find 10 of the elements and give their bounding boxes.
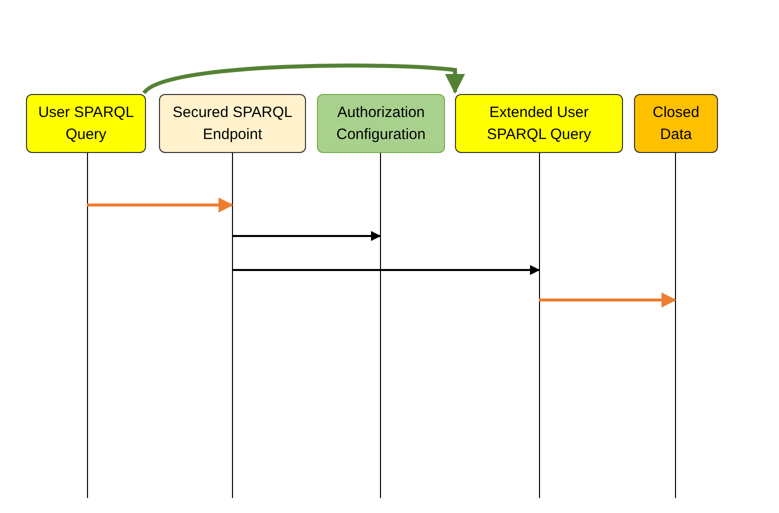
message-arrow <box>232 231 381 241</box>
message-arrow <box>539 292 676 308</box>
participant-box: User SPARQL Query <box>26 94 146 153</box>
participant-box: Secured SPARQL Endpoint <box>159 94 306 153</box>
message-arrow <box>232 265 540 275</box>
participant-box: Authorization Configuration <box>317 94 445 153</box>
participant-box: Extended User SPARQL Query <box>455 94 623 153</box>
curved-arrow <box>142 64 465 95</box>
message-arrow <box>87 198 234 212</box>
participant-box: Closed Data <box>634 94 718 153</box>
